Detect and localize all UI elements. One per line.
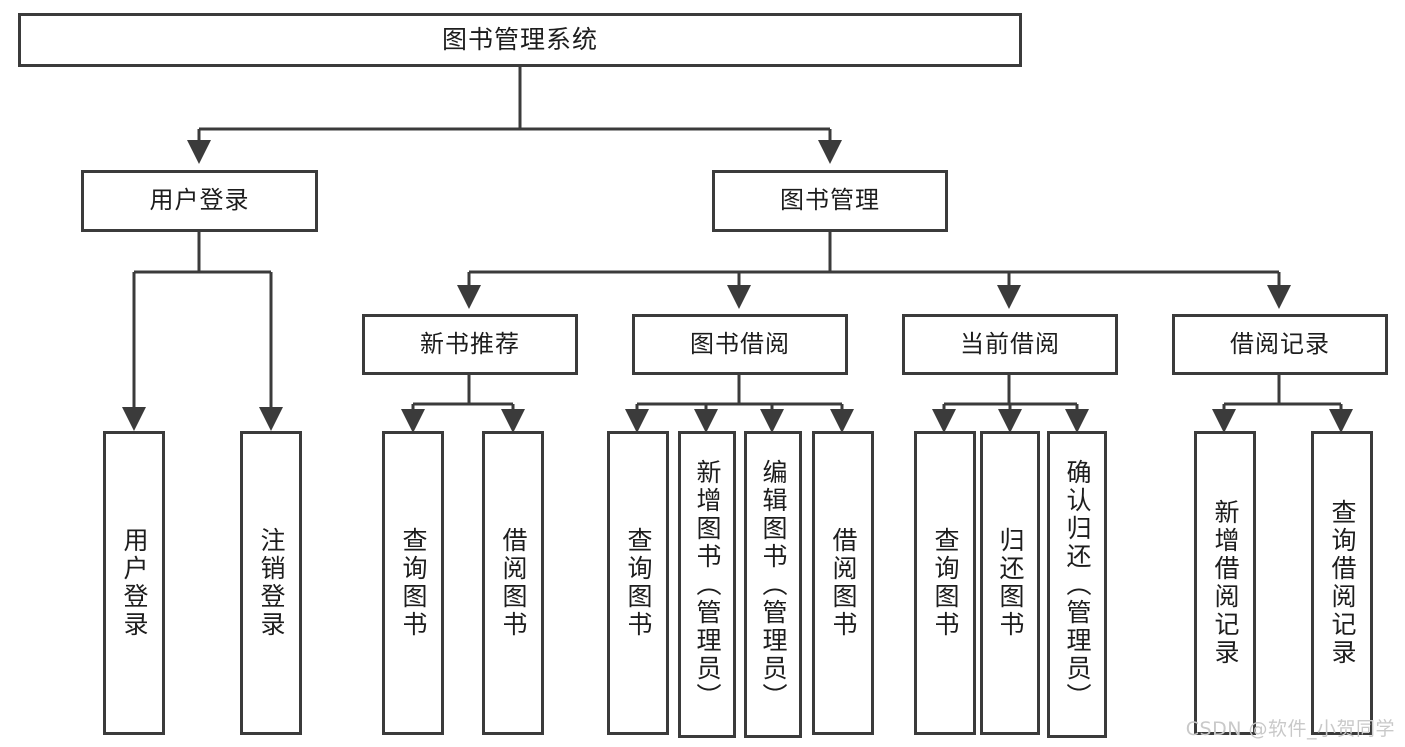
leaf-user-login-label: 用户登录	[120, 527, 149, 639]
leaf-borrow-book-1[interactable]: 借阅图书	[482, 431, 544, 735]
leaf-add-book-label: 新增图书（管理员）	[693, 458, 722, 711]
leaf-query-book-2-label: 查询图书	[624, 527, 653, 639]
leaf-add-record[interactable]: 新增借阅记录	[1194, 431, 1256, 735]
leaf-query-book-1-label: 查询图书	[399, 527, 428, 639]
node-root[interactable]: 图书管理系统	[18, 13, 1022, 67]
leaf-query-book-1[interactable]: 查询图书	[382, 431, 444, 735]
leaf-confirm-return[interactable]: 确认归还（管理员）	[1047, 431, 1107, 738]
leaf-logout[interactable]: 注销登录	[240, 431, 302, 735]
node-root-label: 图书管理系统	[441, 24, 598, 54]
watermark: CSDN @软件_小贺同学	[1185, 718, 1395, 740]
leaf-return-book[interactable]: 归还图书	[980, 431, 1040, 735]
leaf-edit-book[interactable]: 编辑图书（管理员）	[744, 431, 802, 738]
leaf-edit-book-label: 编辑图书（管理员）	[759, 458, 788, 711]
node-book-borrow-label: 图书借阅	[690, 329, 790, 358]
leaf-add-book[interactable]: 新增图书（管理员）	[678, 431, 736, 738]
leaf-query-book-3-label: 查询图书	[931, 527, 960, 639]
node-new-book-rec-label: 新书推荐	[420, 329, 520, 358]
leaf-confirm-return-label: 确认归还（管理员）	[1063, 458, 1092, 711]
node-book-manage-label: 图书管理	[780, 186, 880, 215]
leaf-add-record-label: 新增借阅记录	[1211, 499, 1240, 667]
node-current-borrow-label: 当前借阅	[960, 329, 1060, 358]
node-user-login[interactable]: 用户登录	[81, 170, 318, 232]
leaf-borrow-book-2-label: 借阅图书	[829, 527, 858, 639]
leaf-logout-label: 注销登录	[257, 527, 286, 639]
leaf-query-book-3[interactable]: 查询图书	[914, 431, 976, 735]
node-book-borrow[interactable]: 图书借阅	[632, 314, 848, 375]
node-book-manage[interactable]: 图书管理	[712, 170, 948, 232]
node-borrow-record[interactable]: 借阅记录	[1172, 314, 1388, 375]
leaf-user-login[interactable]: 用户登录	[103, 431, 165, 735]
node-current-borrow[interactable]: 当前借阅	[902, 314, 1118, 375]
node-user-login-label: 用户登录	[149, 186, 250, 215]
leaf-query-record[interactable]: 查询借阅记录	[1311, 431, 1373, 735]
node-new-book-rec[interactable]: 新书推荐	[362, 314, 578, 375]
leaf-query-book-2[interactable]: 查询图书	[607, 431, 669, 735]
leaf-borrow-book-1-label: 借阅图书	[499, 527, 528, 639]
leaf-return-book-label: 归还图书	[996, 527, 1025, 639]
leaf-query-record-label: 查询借阅记录	[1328, 499, 1357, 667]
leaf-borrow-book-2[interactable]: 借阅图书	[812, 431, 874, 735]
node-borrow-record-label: 借阅记录	[1230, 329, 1330, 358]
